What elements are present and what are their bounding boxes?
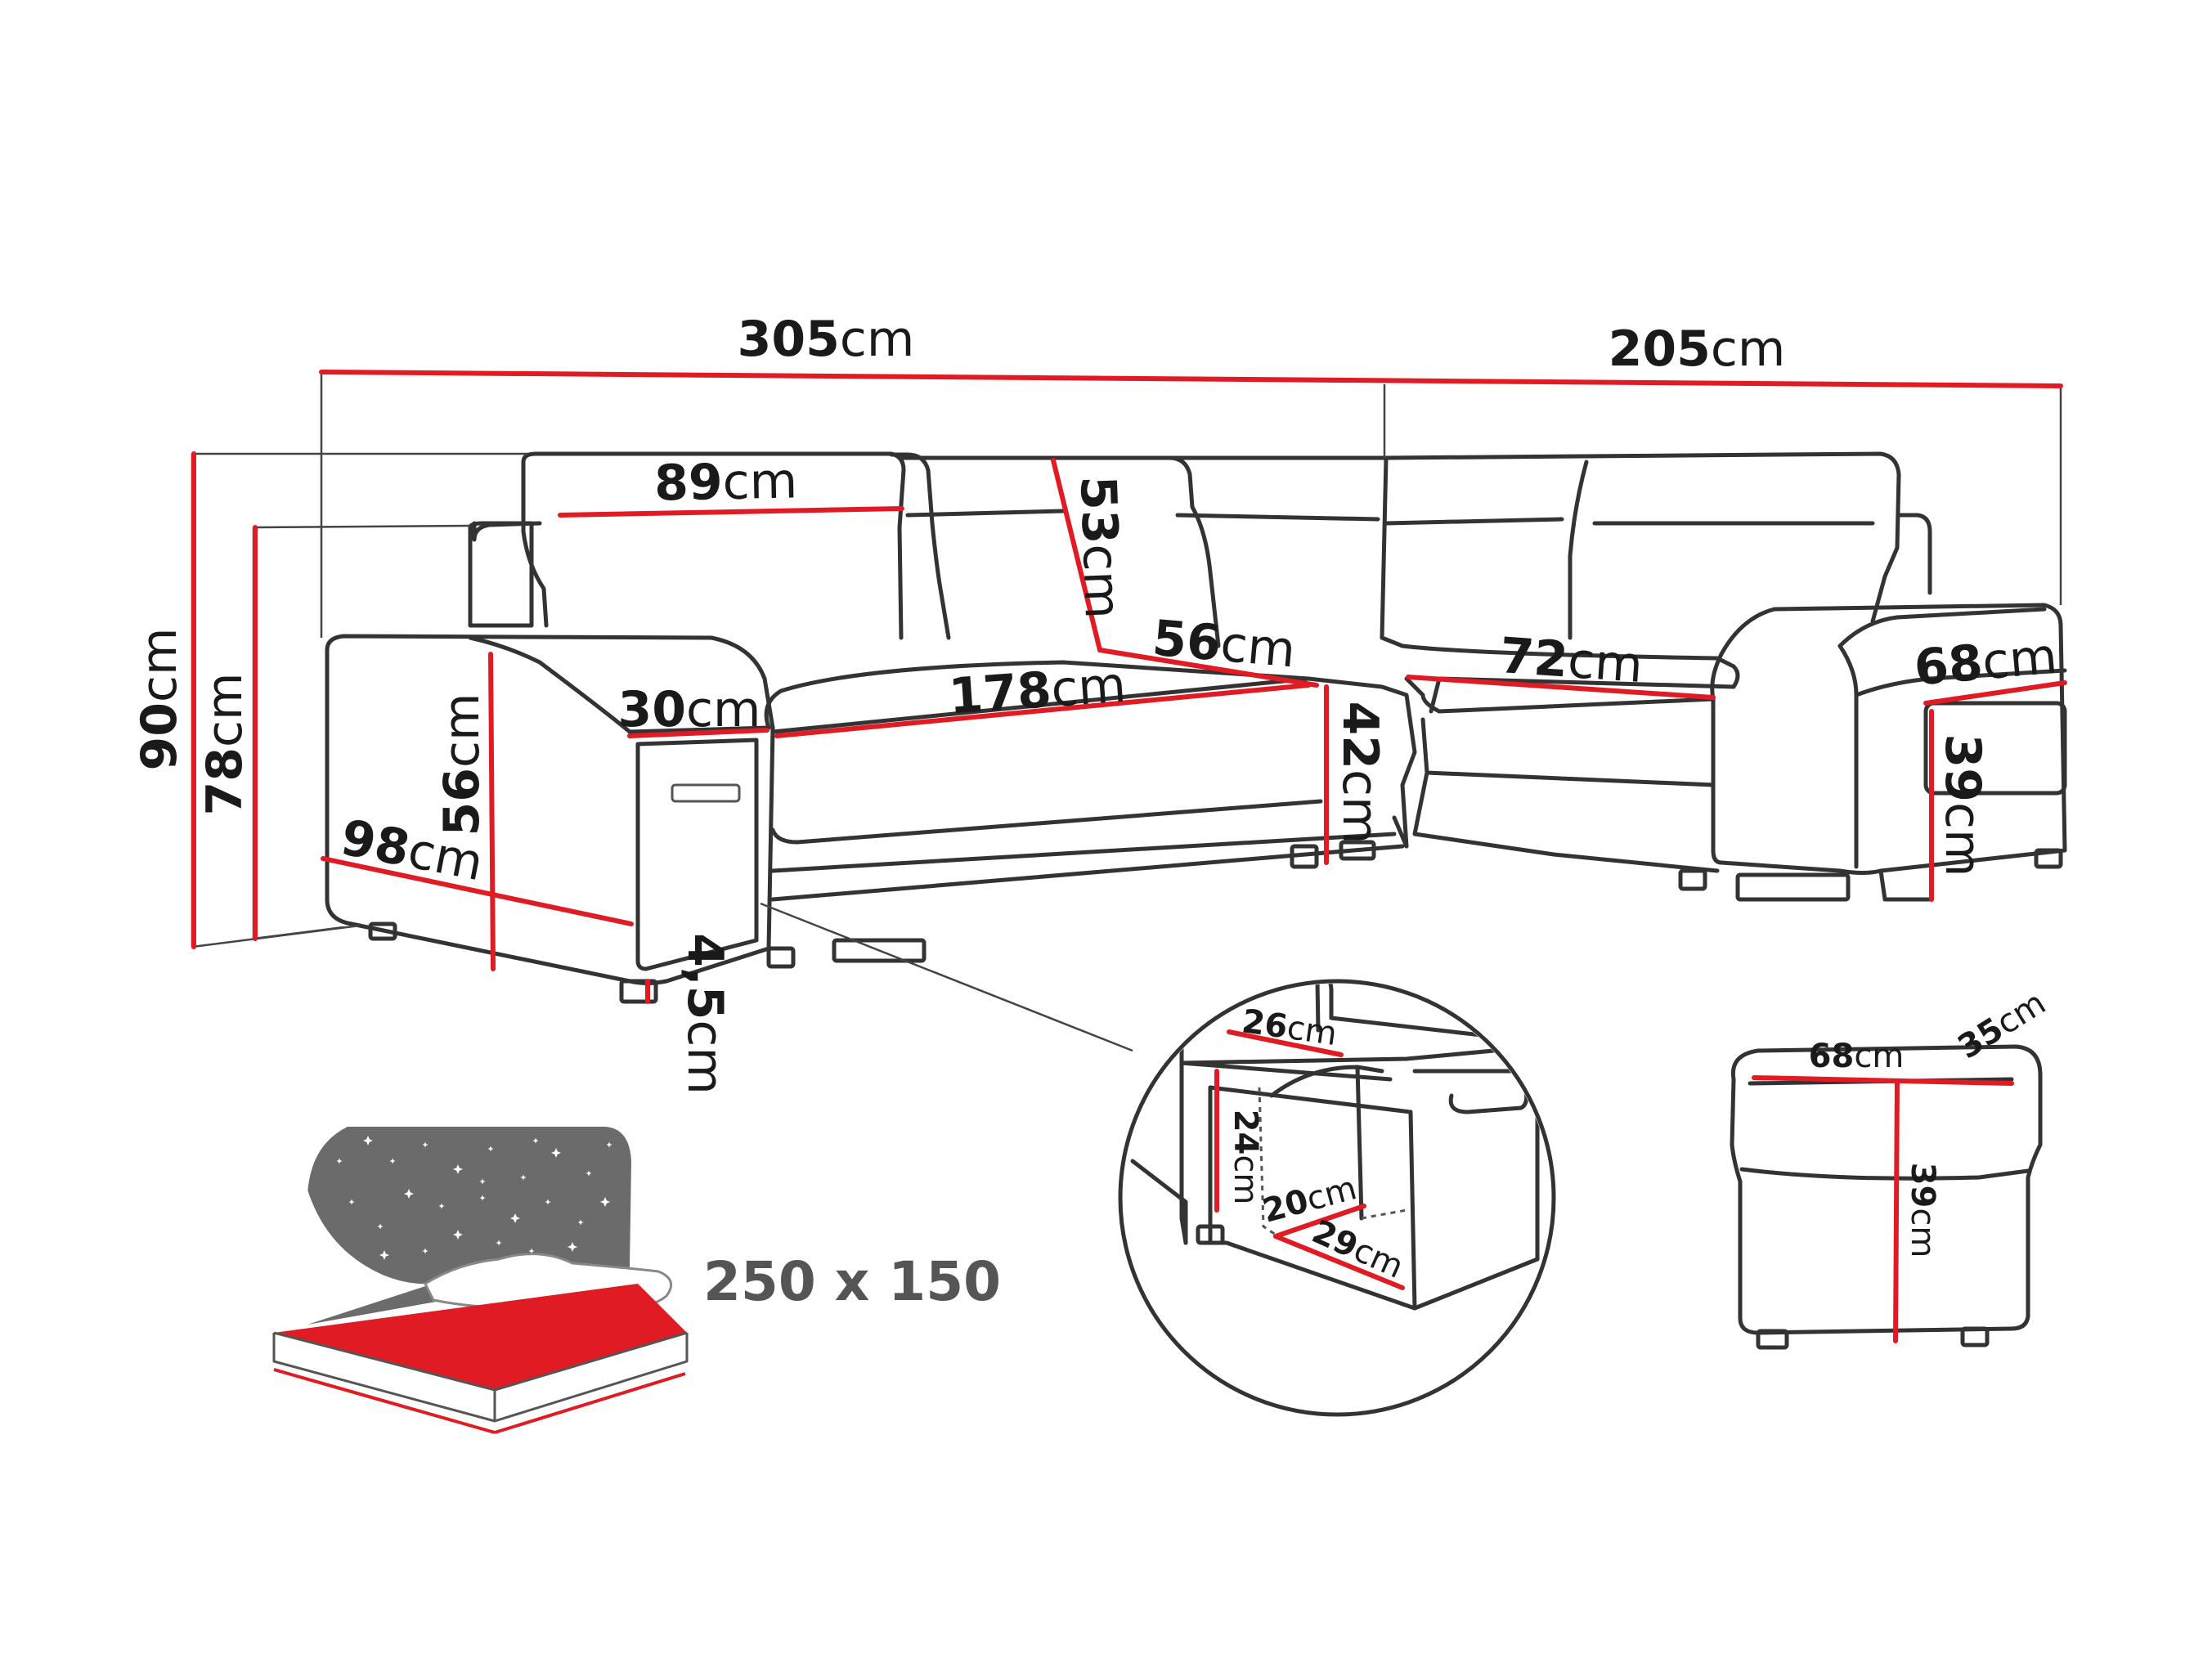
star-icon (520, 1174, 527, 1181)
star-icon (389, 1158, 396, 1164)
label-right-arm-width: 68cm (1912, 628, 2059, 697)
star-icon (453, 1230, 463, 1240)
label-arm-height: 56cm (433, 693, 491, 836)
label-overall-width: 305cm (738, 311, 915, 368)
star-icon (528, 1248, 535, 1254)
star-icon (377, 1223, 384, 1230)
pouf: 68cm 35cm 39cm (1730, 984, 2053, 1350)
star-icon (568, 1242, 577, 1252)
label-depth: 98cm (336, 809, 487, 892)
star-icon (348, 1199, 355, 1205)
sleeping-area-size: 250 x 150 (703, 1250, 1001, 1313)
star-icon (438, 1203, 445, 1209)
label-seat-height: 42cm (1331, 702, 1389, 845)
label-seat-length: 178cm (947, 657, 1128, 726)
star-icon (404, 1189, 414, 1199)
star-icon (600, 1197, 610, 1207)
star-icon (586, 1170, 592, 1177)
label-storage-width: 26cm (1240, 1002, 1339, 1053)
star-icon (422, 1141, 428, 1148)
label-right-arm-height: 39cm (1934, 734, 1991, 877)
star-icon (453, 1164, 463, 1174)
star-icon (510, 1213, 520, 1223)
label-pouf-width: 68cm (1809, 1038, 1905, 1075)
star-icon (336, 1158, 343, 1164)
label-overall-height: 90cm (131, 628, 188, 771)
label-back-cushion-height: 53cm (1069, 475, 1131, 620)
label-storage-height: 24cm (1227, 1110, 1264, 1205)
label-armrest-width: 30cm (618, 681, 761, 738)
star-icon (577, 1219, 584, 1226)
star-icon (363, 1136, 373, 1146)
label-back-height: 78cm (196, 673, 254, 816)
label-right-section-width: 205cm (1609, 321, 1786, 378)
star-icon (479, 1178, 486, 1185)
label-pouf-depth: 35cm (1951, 984, 2052, 1067)
sleeping-area-icon: 250 x 150 (272, 1127, 1001, 1434)
moon-icon (307, 1190, 458, 1325)
star-icon (545, 1199, 551, 1205)
star-icon (496, 1240, 502, 1246)
label-leg-height: 4,5cm (676, 933, 734, 1095)
sofa-labels: 305cm 205cm 89cm 53cm 56cm 178cm 72cm 30… (131, 311, 2059, 1095)
label-seat-depth: 56cm (1151, 610, 1298, 679)
label-pouf-height: 39cm (1904, 1163, 1941, 1258)
storage-detail: 26cm 24cm 20cm 29cm (1118, 979, 1556, 1417)
label-right-seat-width: 72cm (1498, 627, 1644, 694)
star-icon (422, 1248, 428, 1254)
sofa-outline (325, 451, 2067, 1004)
star-icon (532, 1137, 539, 1144)
star-icon (551, 1148, 561, 1158)
label-storage-inner-depth: 20cm (1259, 1169, 1361, 1231)
star-icon (479, 1195, 486, 1201)
star-icon (379, 1250, 389, 1260)
label-back-cushion-width: 89cm (654, 452, 798, 512)
star-icon (606, 1141, 612, 1148)
dimension-lines (191, 370, 2067, 1004)
stars-icon (336, 1136, 612, 1260)
star-icon (487, 1146, 494, 1152)
